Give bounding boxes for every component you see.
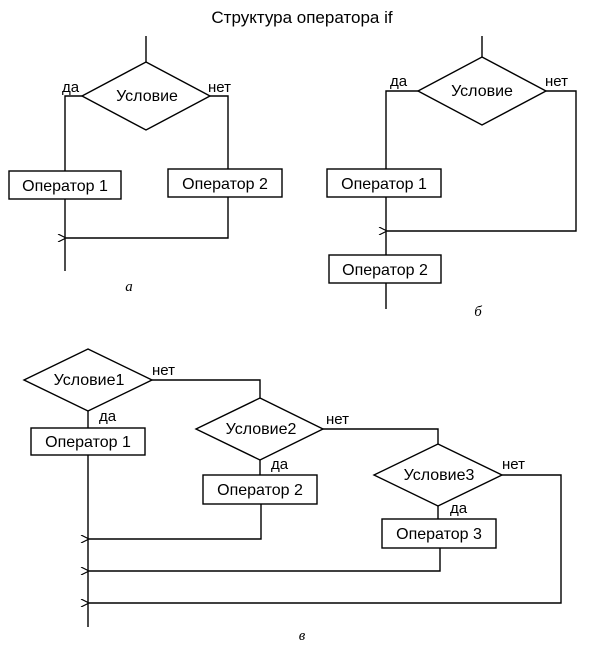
a-operator-1-label: Оператор 1 (22, 178, 108, 195)
c-no-3-arrow (89, 474, 562, 603)
a-caption: а (125, 279, 133, 295)
diagram-b: Условие да нет Оператор 1 Оператор 2 б (326, 36, 577, 320)
c-condition-1-label: Условие1 (54, 372, 125, 389)
b-condition-label: Условие (451, 83, 513, 100)
c-caption: в (299, 628, 306, 644)
c-operator-2-box (202, 474, 318, 505)
a-no-branch (210, 95, 229, 169)
c-no-2-branch (323, 428, 439, 444)
a-merge-arrow (66, 197, 229, 238)
a-condition-label: Условие (116, 88, 178, 105)
c-no-3-label: нет (502, 456, 525, 473)
b-no-label: нет (545, 73, 568, 90)
b-operator-1-box (326, 168, 442, 198)
c-yes-2-label: да (271, 456, 289, 473)
c-condition-2-label: Условие2 (226, 421, 297, 438)
a-yes-label: да (62, 79, 80, 96)
b-operator-2-label: Оператор 2 (342, 262, 428, 279)
b-condition-diamond (416, 56, 548, 126)
b-caption: б (474, 304, 482, 320)
c-operator-3-label: Оператор 3 (396, 526, 482, 543)
c-no-1-label: нет (152, 362, 175, 379)
c-merge-2-arrow (89, 504, 262, 539)
c-yes-3-label: да (450, 500, 468, 517)
diagram-title: Структура оператора if (211, 8, 392, 27)
a-no-label: нет (208, 79, 231, 96)
b-no-branch-arrow (387, 90, 577, 231)
c-no-2-label: нет (326, 411, 349, 428)
a-condition-diamond (80, 61, 212, 131)
c-no-1-branch (152, 379, 261, 398)
c-merge-3-arrow (89, 548, 441, 571)
c-operator-3-box (381, 518, 497, 549)
b-operator-2-box (328, 254, 442, 284)
diagram-a: Условие да нет Оператор 1 Оператор 2 а (8, 36, 283, 295)
c-operator-1-label: Оператор 1 (45, 434, 131, 451)
b-yes-branch (385, 90, 418, 169)
b-yes-label: да (390, 73, 408, 90)
diagram-c: Условие1 нет да Оператор 1 Условие2 нет … (22, 348, 562, 644)
c-condition-3-label: Условие3 (404, 467, 475, 484)
c-operator-2-label: Оператор 2 (217, 482, 303, 499)
a-yes-branch (64, 95, 82, 171)
a-operator-2-box (167, 168, 283, 198)
b-operator-1-label: Оператор 1 (341, 176, 427, 193)
a-operator-2-label: Оператор 2 (182, 176, 268, 193)
c-yes-1-label: да (99, 408, 117, 425)
a-operator-1-box (8, 170, 122, 200)
